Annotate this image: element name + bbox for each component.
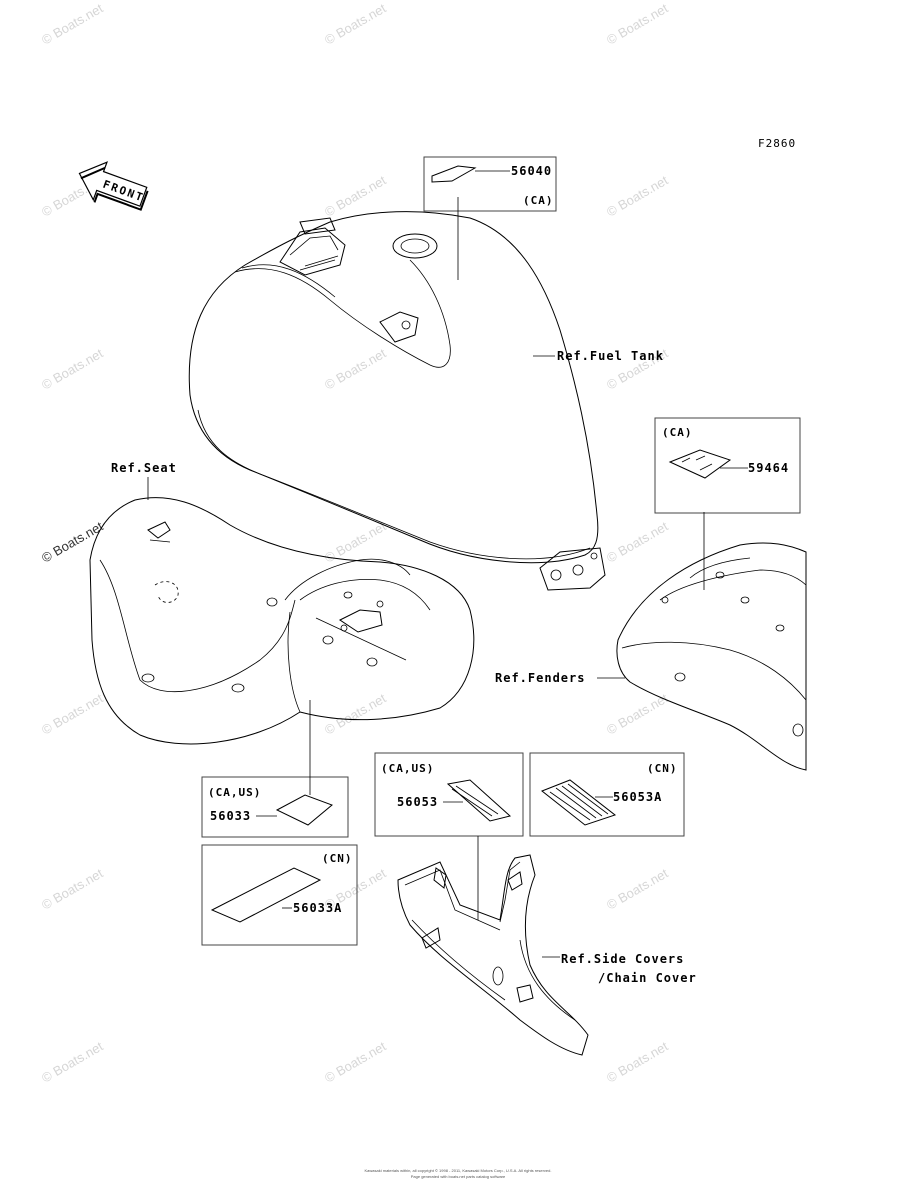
ref-fenders[interactable]: Ref.Fenders: [495, 671, 585, 685]
ref-chain-cover[interactable]: /Chain Cover: [598, 971, 697, 985]
part-box-56053A: (CN) 56053A: [529, 752, 685, 837]
watermark: © Boats.net: [604, 865, 671, 912]
watermark: © Boats.net: [604, 0, 671, 47]
ref-side-covers[interactable]: Ref.Side Covers: [561, 952, 684, 966]
watermark: © Boats.net: [39, 1038, 106, 1085]
watermark: © Boats.net: [39, 518, 106, 565]
fuel-tank-drawing: [188, 211, 606, 591]
region-code: (CA,US): [208, 786, 261, 799]
watermark-layer: © Boats.net © Boats.net © Boats.net © Bo…: [39, 0, 671, 1085]
watermark: © Boats.net: [322, 690, 389, 737]
part-number[interactable]: 56040: [511, 164, 552, 178]
part-box-56033A: (CN) 56033A: [201, 844, 358, 946]
part-number[interactable]: 56033: [210, 809, 251, 823]
region-code: (CN): [647, 762, 678, 775]
region-code: (CN): [322, 852, 353, 865]
watermark: © Boats.net: [604, 172, 671, 219]
generator-footer: Page generated with boats.net parts cata…: [411, 1174, 506, 1179]
watermark: © Boats.net: [604, 1038, 671, 1085]
seat-drawing: [89, 497, 475, 745]
part-box-59464: (CA) 59464: [654, 417, 801, 590]
part-number[interactable]: 56033A: [293, 901, 342, 915]
watermark: © Boats.net: [39, 345, 106, 392]
watermark: © Boats.net: [322, 518, 389, 565]
part-number[interactable]: 56053A: [613, 790, 662, 804]
watermark: © Boats.net: [39, 690, 106, 737]
watermark: © Boats.net: [39, 865, 106, 912]
watermark: © Boats.net: [604, 518, 671, 565]
ref-fuel-tank[interactable]: Ref.Fuel Tank: [557, 349, 664, 363]
region-code: (CA): [523, 194, 554, 207]
part-box-56033: (CA,US) 56033: [201, 700, 349, 838]
ref-seat[interactable]: Ref.Seat: [111, 461, 177, 475]
watermark: © Boats.net: [322, 0, 389, 47]
fender-drawing: [616, 542, 807, 771]
part-number[interactable]: 56053: [397, 795, 438, 809]
part-box-56040: 56040 (CA): [423, 156, 557, 280]
region-code: (CA): [662, 426, 693, 439]
region-code: (CA,US): [381, 762, 434, 775]
copyright-footer: Kawasaki materials within, all copyright…: [365, 1168, 552, 1173]
side-cover-drawing: [397, 854, 589, 1056]
watermark: © Boats.net: [322, 345, 389, 392]
figure-code: F2860: [758, 137, 796, 150]
watermark: © Boats.net: [39, 0, 106, 47]
part-number[interactable]: 59464: [748, 461, 789, 475]
watermark: © Boats.net: [322, 1038, 389, 1085]
part-box-56053: (CA,US) 56053: [374, 752, 524, 920]
